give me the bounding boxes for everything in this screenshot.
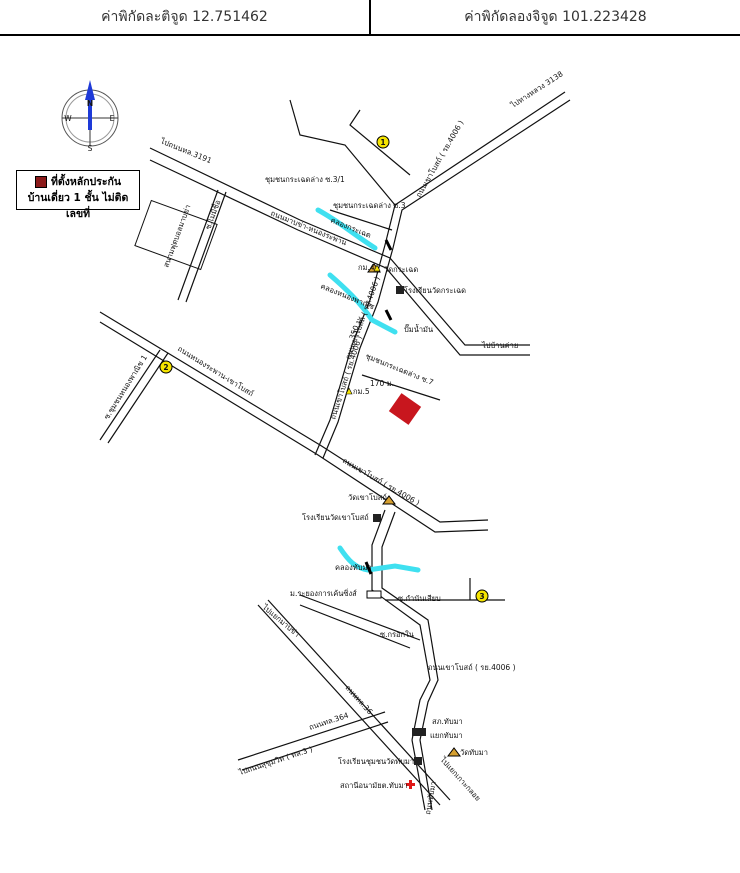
map-labels: ไปทางหลวง 3138 ไปถนนทล.3191 ถนนเขาโบสถ์ …	[102, 69, 565, 815]
label-pump: ปั๊มน้ำมัน	[404, 324, 433, 334]
canal-nongphanit-line	[327, 272, 398, 335]
label-to-maptaphut: ไปแยกมาบข่า	[260, 602, 301, 639]
label-rl3191: ไปถนนทล.3191	[158, 136, 213, 165]
marker-1: 1	[376, 135, 390, 149]
label-police: สภ.ทับมา	[432, 717, 463, 726]
label-wat-thapma: วัดทับมา	[460, 748, 488, 757]
label-to-sukhumvit: ไปถนนสุขุมวิท ( ทล.3 )	[237, 745, 314, 778]
label-to-banchang: ไปบ้านค่าย	[481, 341, 518, 350]
bridges	[364, 239, 393, 575]
svg-text:3: 3	[479, 592, 484, 601]
golf-field-shape	[134, 199, 218, 271]
marker-2: 2	[159, 360, 173, 374]
label-soi31: ชุมชนกระเฉดล่าง ซ.3/1	[265, 175, 345, 184]
property-marker	[388, 393, 422, 425]
legend-line2: บ้านเดี่ยว 1 ชั้น ไม่ติดเลขที่	[27, 192, 129, 220]
legend-box: ที่ตั้งหลักประกัน บ้านเดี่ยว 1 ชั้น ไม่ต…	[16, 170, 140, 220]
svg-text:W: W	[64, 114, 72, 123]
label-makham: ถนนมาบข่า-หนองระพาน	[269, 209, 348, 248]
label-health: สถานีอนามัยต.ทับมา	[340, 781, 408, 790]
label-school-krachet: โรงเรียนวัดกระเฉด	[404, 286, 466, 295]
label-junction: แยกทับมา	[430, 731, 463, 740]
label-soi-maimi: ซ.ไม่มีชื่อ	[202, 198, 222, 230]
label-4006-bottom: ถนนเขาโบสถ์ ( รย.4006 )	[428, 663, 516, 672]
label-km5: กม.5	[353, 387, 370, 396]
svg-text:N: N	[87, 99, 93, 108]
label-nongrapan: ถนนหนองระพาน-เขาโบสถ์	[176, 344, 255, 398]
marker-3: 3	[475, 589, 489, 603]
svg-text:1: 1	[380, 138, 385, 147]
police-icon	[412, 728, 426, 736]
compass-icon: N S E W	[61, 80, 119, 153]
label-soi3: ชุมชนกระเฉดล่าง ซ.3	[333, 201, 406, 210]
legend-row: ที่ตั้งหลักประกัน	[21, 174, 135, 190]
legend-swatch	[34, 176, 47, 188]
label-road36: ถนนทล.36	[344, 683, 375, 716]
svg-text:S: S	[88, 144, 93, 153]
school-krachet-icon	[396, 286, 404, 294]
km4-icon	[373, 264, 381, 272]
label-soi-krok: ซ.กรอกใน	[380, 630, 414, 639]
label-km4: กม.4	[358, 263, 375, 272]
coordinate-header: ค่าพิกัดละติจูด 12.751462 ค่าพิกัดลองจิจ…	[0, 0, 740, 36]
label-canal-thapma: คลองทับมา	[335, 563, 372, 572]
label-wat-krachet: วัดกระเฉด	[384, 265, 418, 274]
university-icon	[366, 590, 382, 599]
label-soi-kamnan: ซ.กำนันเสียบ	[398, 594, 441, 603]
svg-text:E: E	[110, 114, 115, 123]
km5-icon	[345, 387, 353, 395]
label-university: ม.ระยองการเค้นซิ่งส์	[290, 588, 357, 598]
legend-line1: ที่ตั้งหลักประกัน	[50, 176, 122, 188]
header-divider	[369, 0, 371, 34]
svg-text:2: 2	[163, 363, 168, 372]
label-school-khaobot: โรงเรียนวัดเขาโบสถ์	[302, 513, 369, 522]
latitude-label: ค่าพิกัดละติจูด 12.751462	[101, 9, 268, 25]
longitude-label: ค่าพิกัดลองจิจูด 101.223428	[464, 9, 647, 25]
label-road364: ถนนทล.364	[308, 711, 350, 732]
label-golf: สนามฟุตบอลมาบข่า	[161, 203, 192, 268]
temple-thapma-icon	[447, 747, 461, 757]
temple-khaobot-icon	[382, 495, 396, 505]
school-thapma-icon	[414, 757, 422, 765]
label-170: 170 ม.	[370, 379, 394, 388]
health-icon	[406, 780, 415, 789]
school-khaobot-icon	[373, 514, 381, 522]
label-4006-top: ถนนเขาโบสถ์ ( รย.4006 )	[414, 119, 466, 199]
canal-krachet-line	[315, 207, 378, 251]
road-lines	[99, 91, 571, 811]
label-school-thapma: โรงเรียนชุมชนวัดทับมา	[338, 757, 414, 766]
label-4006-mid: ถนนเขาโบสถ์ ( รย.4006 )	[343, 275, 381, 360]
label-rg3138: ไปทางหลวง 3138	[508, 69, 564, 110]
label-road-thapma: ถนนทับมา	[423, 781, 438, 816]
label-to-kaokho: ไปแยกเกาะกลอย	[438, 755, 483, 803]
label-soi-nongphanit: ซ.ชุมชนหนองพาณิช 1	[102, 353, 149, 421]
label-wat-khaobot: วัดเขาโบสถ์	[348, 493, 387, 502]
